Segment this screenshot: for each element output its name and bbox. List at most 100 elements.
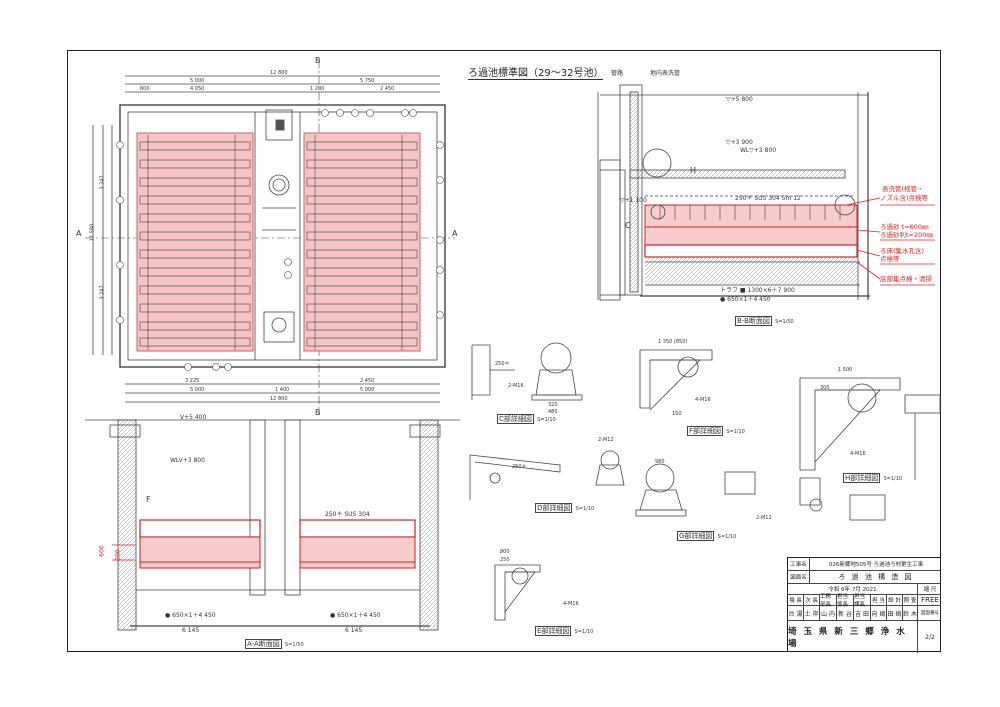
tb-role-5: 担当課長	[854, 594, 871, 608]
tb-role-1: 場 長	[788, 595, 804, 605]
e-detail-caption: E部詳細図 S=1/10	[535, 626, 594, 636]
c-bolt: 2-M16	[508, 383, 524, 389]
c-height: 250＊	[495, 361, 510, 367]
bb-water-level: WL▽+3 800	[740, 147, 777, 154]
bb-top-label-1: 管路	[611, 70, 624, 77]
tb-number-key: 図面番号	[921, 611, 939, 616]
dim-d4: 2 450	[380, 86, 395, 92]
dim-l1: 3 247	[99, 175, 106, 190]
callout-bottom: 底部集点検・清掃	[880, 275, 932, 283]
aa-base-left: ● 650×1＋4 450	[165, 612, 216, 619]
tb-organization: 埼 玉 県 新 三 郷 浄 水 場	[788, 621, 918, 653]
g-width: 980	[655, 459, 665, 465]
callout-bed-check: 点検等	[880, 255, 900, 263]
dim-top-left: 5 000	[190, 78, 205, 84]
c-detail-caption: C部詳細図 S=1/10	[497, 414, 556, 424]
bb-level-1: ▽+5 800	[726, 96, 753, 103]
callout-wash-pipe: 表洗管(桟管・	[882, 185, 924, 193]
tb-drawing-key: 図面名	[788, 571, 810, 583]
aa-level: V+5 400	[180, 414, 207, 421]
tb-date: 令和 6年 7月 2021	[788, 584, 918, 594]
g-bolt: 2-M12	[756, 515, 772, 521]
aa-section	[85, 419, 460, 631]
dim-d2: 4 050	[190, 86, 205, 92]
aa-water-level: WLV+3 800	[170, 457, 205, 464]
marker-a-left: A	[76, 229, 82, 238]
drawing-title: ろ過池標準図（29〜32号池）	[468, 68, 604, 80]
tb-role-3: 工務部長	[820, 594, 837, 608]
marker-b-top: B	[315, 56, 321, 65]
bb-level-2: ▽+3 900	[726, 139, 753, 146]
d-detail-caption: D部詳細図 S=1/10	[535, 503, 595, 513]
aa-red-dim-200: 200	[114, 549, 122, 561]
dim-bottom-total: 12 800	[270, 396, 288, 402]
dim-bottom-left: 5 000	[190, 387, 205, 393]
callout-gravel: ろ過砂利t=200㎜	[880, 231, 933, 239]
tb-name-1: 台 湯	[788, 606, 804, 620]
aa-pipe: 250＊ SUS 304	[325, 511, 370, 518]
marker-b-bottom: B	[315, 408, 321, 417]
c-width: 320	[548, 402, 558, 408]
callout-bed: ろ床(集水孔含)	[880, 247, 925, 255]
dim-left-total: 11 580	[89, 223, 96, 242]
bb-caption: B-B断面図 S=1/50	[735, 316, 794, 326]
plan-balloons	[116, 109, 444, 371]
aa-base-right: ● 650×1＋4 450	[330, 612, 381, 619]
g-detail-caption: G部詳細図 S=1/10	[677, 531, 737, 541]
bb-level-3: ▽+1 100	[620, 197, 647, 204]
tb-name-7: 田 嶋	[887, 606, 903, 620]
bb-top-label-2: 地内表洗管	[650, 70, 681, 77]
g-bolt-top: 2-M12	[598, 437, 614, 443]
bb-section	[597, 84, 935, 301]
tb-scale-key: 縮 尺	[923, 587, 937, 593]
dim-bottom-right: 5 000	[360, 387, 375, 393]
dim-top-total: 12 800	[270, 70, 288, 76]
tb-scale-value: FREE	[921, 596, 939, 604]
dim-d1: 600	[140, 86, 150, 92]
detail-drawings	[469, 342, 941, 621]
bb-h-marker: H	[690, 166, 697, 175]
tb-name-8: 鈴 木	[903, 606, 918, 620]
d-length: 250＊	[512, 464, 527, 470]
tb-role-7: 設 計	[887, 595, 903, 605]
dim-d3: 1 200	[310, 86, 325, 92]
e-top-2: 250	[500, 557, 510, 563]
c-width-2: 480	[548, 409, 558, 415]
h-bolt: 4-M16	[850, 451, 866, 457]
aa-f-marker: F	[146, 495, 151, 504]
f-bolt: 4-M16	[695, 397, 711, 403]
tb-name-6: 向 嶋	[871, 606, 887, 620]
dim-b2: 2 450	[360, 378, 375, 384]
tb-role-6: 担 当	[871, 595, 887, 605]
aa-red-dim-600: 600	[98, 545, 106, 557]
tb-role-2: 次 長	[804, 595, 820, 605]
f-top: 1 350 (850)	[658, 339, 688, 345]
bb-trough: トラフ ■ 1300×6＋7 900	[720, 287, 795, 294]
callout-sand: ろ過砂 t=600㎜	[880, 223, 929, 231]
tb-role-8: 照 査	[903, 595, 918, 605]
drawing-border	[67, 50, 941, 652]
h-width: 300	[820, 385, 830, 391]
plan-right-bed	[303, 132, 421, 352]
tb-project-value: 026新郷地505号 ろ過池ろ材更生工事	[828, 562, 924, 568]
tb-role-4: 担当係長	[837, 594, 854, 608]
dim-b3: 1 400	[275, 387, 290, 393]
tb-drawing-value: ろ 過 池 構 造 図	[838, 573, 914, 581]
title-block: 工事名 026新郷地505号 ろ過池ろ材更生工事 図面名 ろ 過 池 構 造 図…	[787, 557, 941, 653]
dim-top-right: 5 750	[360, 78, 375, 84]
tb-name-3: 山 内	[820, 606, 837, 620]
h-detail-caption: H部詳細図 S=1/10	[843, 473, 903, 483]
plan-left-bed	[136, 132, 254, 352]
f-detail-caption: F部詳細図 S=1/10	[687, 426, 745, 436]
tb-name-2: 土 岸	[804, 606, 820, 620]
h-top: 1 500	[838, 367, 853, 373]
bb-base: ● 650×1＋4 450	[720, 296, 771, 303]
dim-l2: 3 247	[99, 285, 106, 300]
aa-dim-left: 6 145	[182, 627, 200, 634]
callout-nozzle: ノズル含)点検等	[880, 194, 929, 202]
tb-name-5: 吉 田	[854, 606, 871, 620]
bb-pipe: 250＊ SUS 304 5m 12	[735, 195, 801, 202]
aa-caption: A-A断面図 S=1/50	[245, 639, 304, 649]
marker-a-right: A	[452, 229, 458, 238]
